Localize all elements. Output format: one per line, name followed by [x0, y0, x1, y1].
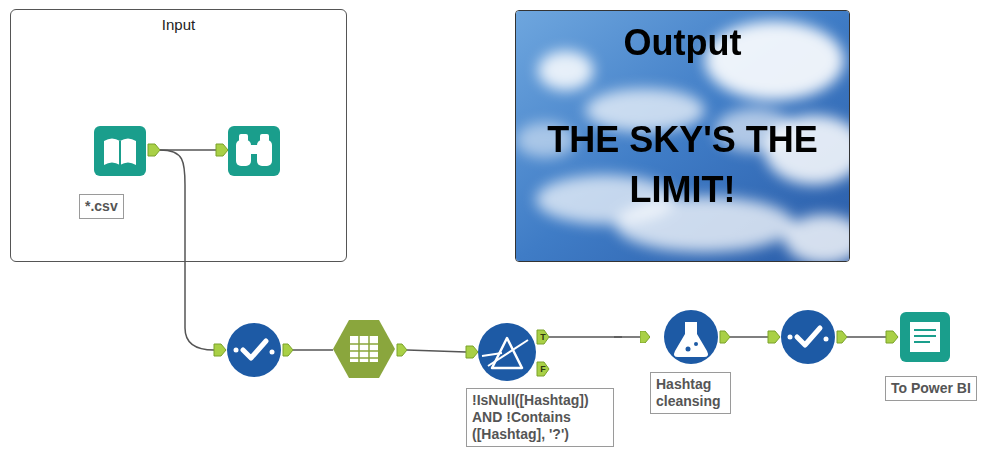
panel-title: Output: [516, 23, 849, 63]
browse-tool-icon: [216, 126, 280, 176]
tool-annotation: To Power BI: [885, 376, 977, 401]
output-annotation: To Power BI: [885, 312, 977, 401]
input-tool-icon: [94, 126, 160, 176]
panel-slogan: THE SKY'S THE LIMIT!: [533, 115, 833, 215]
select-tool-icon: [214, 323, 293, 377]
formula-annotation: Hashtag cleansing: [650, 305, 731, 414]
anchor-label: F: [537, 362, 549, 376]
workflow-connection: [614, 336, 650, 338]
container-box: Input *.csv: [10, 9, 347, 262]
select-tool-icon: [768, 310, 847, 364]
tool-annotation: *.csv: [79, 194, 124, 219]
tool-annotation: Hashtag cleansing: [650, 372, 731, 414]
anchor-label: T: [537, 330, 549, 344]
formula-tool-icon: [664, 310, 730, 364]
container-title: Input: [11, 10, 346, 34]
tool-annotation: !IsNull([Hashtag]) AND !Contains ([Hasht…: [466, 388, 614, 447]
tool-annotation: *.csv: [79, 127, 124, 219]
filter-tool-icon: [466, 323, 549, 381]
filter-annotation: !IsNull([Hashtag]) AND !Contains ([Hasht…: [466, 305, 614, 447]
output-panel: OutputTHE SKY'S THE LIMIT!: [515, 10, 850, 262]
text-to-columns-icon: [333, 320, 407, 378]
output-tool-icon: [886, 312, 950, 362]
